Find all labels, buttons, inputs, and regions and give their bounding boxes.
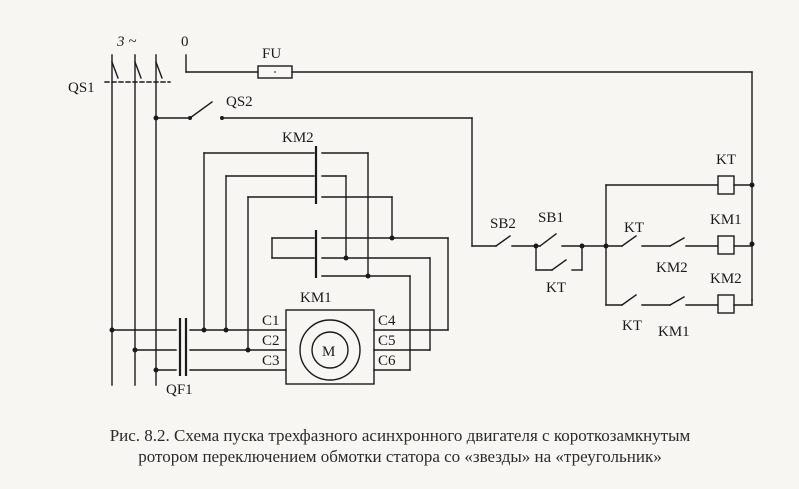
- label-km2-coil: KM2: [710, 271, 742, 287]
- label-km2-contact: KM2: [656, 260, 688, 276]
- diagram-labels: 3 ~ 0 FU QS1 QS2 KM2 KM1 QF1 C1 C2 C3 C4…: [68, 34, 742, 398]
- caption-line-2: ротором переключением обмотки статора со…: [138, 447, 662, 466]
- label-qf1: QF1: [166, 382, 193, 398]
- km2-main-contacts: [203, 146, 393, 351]
- label-kt-coil: KT: [716, 152, 736, 168]
- label-phase: 3 ~: [116, 34, 136, 50]
- neutral-and-fuse: [185, 54, 755, 301]
- label-km1-contact: KM1: [658, 324, 690, 340]
- label-c2: C2: [262, 333, 280, 349]
- figure-caption: Рис. 8.2. Схема пуска трехфазного асинхр…: [20, 425, 780, 467]
- label-neutral: 0: [181, 34, 189, 50]
- label-km1-main: KM1: [300, 290, 332, 306]
- label-c3: C3: [262, 353, 280, 369]
- label-c6: C6: [378, 353, 396, 369]
- label-sb2: SB2: [490, 216, 516, 232]
- label-qs1: QS1: [68, 80, 95, 96]
- qs2-control-switch: [153, 101, 473, 247]
- label-c5: C5: [378, 333, 396, 349]
- caption-line-1: Рис. 8.2. Схема пуска трехфазного асинхр…: [109, 426, 691, 445]
- label-c4: C4: [378, 313, 396, 329]
- label-fuse: FU: [262, 46, 281, 62]
- qf1-breaker: [109, 318, 287, 376]
- label-motor: M: [322, 344, 335, 360]
- km2-coil: [717, 294, 735, 314]
- kt-coil: [717, 175, 735, 195]
- motor-right-wiring: [345, 237, 449, 371]
- label-kt-contact1: KT: [624, 220, 644, 236]
- label-kt-contact2: KT: [622, 318, 642, 334]
- label-km1-coil: KM1: [710, 212, 742, 228]
- control-circuit: [471, 175, 753, 314]
- label-sb1: SB1: [538, 210, 564, 226]
- label-c1: C1: [262, 313, 280, 329]
- label-qs2: QS2: [226, 94, 253, 110]
- label-km2-top: KM2: [282, 130, 314, 146]
- km1-coil: [717, 235, 735, 255]
- phase-bus-lines: [104, 54, 171, 386]
- motor: [285, 309, 375, 385]
- label-kt-seal: KT: [546, 280, 566, 296]
- km1-star-contacts: [271, 152, 395, 279]
